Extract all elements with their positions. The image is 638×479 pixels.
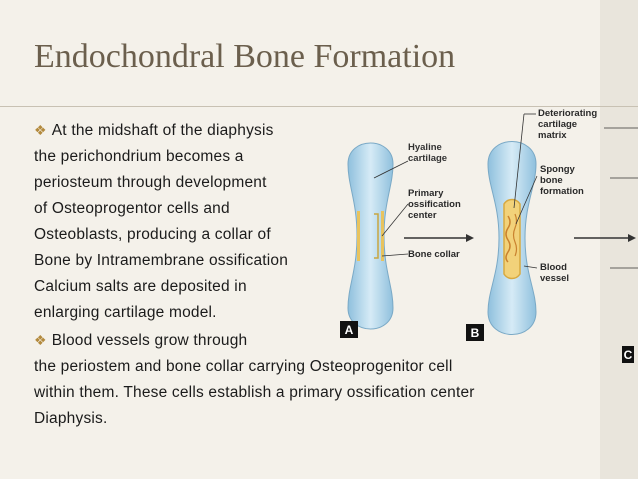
- text-line: Osteoblasts, producing a collar of: [34, 226, 271, 243]
- text-line: enlarging cartilage model.: [34, 304, 217, 321]
- bone-collar-a: [357, 211, 360, 261]
- bullet-line-2: ❖Blood vessels grow through: [34, 332, 247, 350]
- slide-title: Endochondral Bone Formation: [34, 38, 456, 75]
- text-line: the perichondrium becomes a: [34, 148, 244, 165]
- label-spongy-bone-formation: Spongy bone formation: [540, 164, 584, 197]
- label-primary-ossification-center: Primary ossification center: [408, 188, 461, 221]
- label-text: Deteriorating cartilage matrix: [538, 108, 598, 141]
- title-divider: [0, 106, 638, 107]
- panel-letter-a: A: [340, 321, 358, 338]
- text-line: periosteum through development: [34, 174, 267, 191]
- panel-letter-b: B: [466, 324, 484, 341]
- text-line: the periostem and bone collar carrying O…: [34, 358, 453, 375]
- text-line: of Osteoprogentor cells and: [34, 200, 230, 217]
- text-line: Calcium salts are deposited in: [34, 278, 247, 295]
- bullet-diamond-icon: ❖: [34, 122, 47, 138]
- bone-formation-figure: Hyaline cartilage Primary ossification c…: [338, 106, 638, 372]
- bullet-diamond-icon: ❖: [34, 332, 47, 348]
- label-bone-collar: Bone collar: [408, 249, 460, 260]
- label-text: Hyaline cartilage: [408, 142, 448, 164]
- label-hyaline-cartilage: Hyaline cartilage: [408, 142, 447, 164]
- bullet-line-1: ❖At the midshaft of the diaphysis: [34, 122, 274, 140]
- label-text: Spongy bone formation: [540, 164, 584, 197]
- label-deteriorating-cartilage-matrix: Deteriorating cartilage matrix: [538, 108, 597, 141]
- label-blood-vessel: Blood vessel: [540, 262, 569, 284]
- panel-letter-c: C: [622, 346, 634, 363]
- text-line-content: At the midshaft of the diaphysis: [51, 122, 274, 139]
- text-line: within them. These cells establish a pri…: [34, 384, 475, 401]
- primary-ossification-center-b: [503, 198, 521, 280]
- label-text: Blood vessel: [540, 262, 570, 284]
- text-line: Diaphysis.: [34, 410, 108, 427]
- cartilage-model-a: [347, 142, 394, 330]
- text-line-content: Blood vessels grow through: [51, 332, 248, 349]
- text-line: Bone by Intramembrane ossification: [34, 252, 289, 269]
- label-text: Primary ossification center: [408, 188, 461, 221]
- bone-diagram-svg: [347, 113, 638, 335]
